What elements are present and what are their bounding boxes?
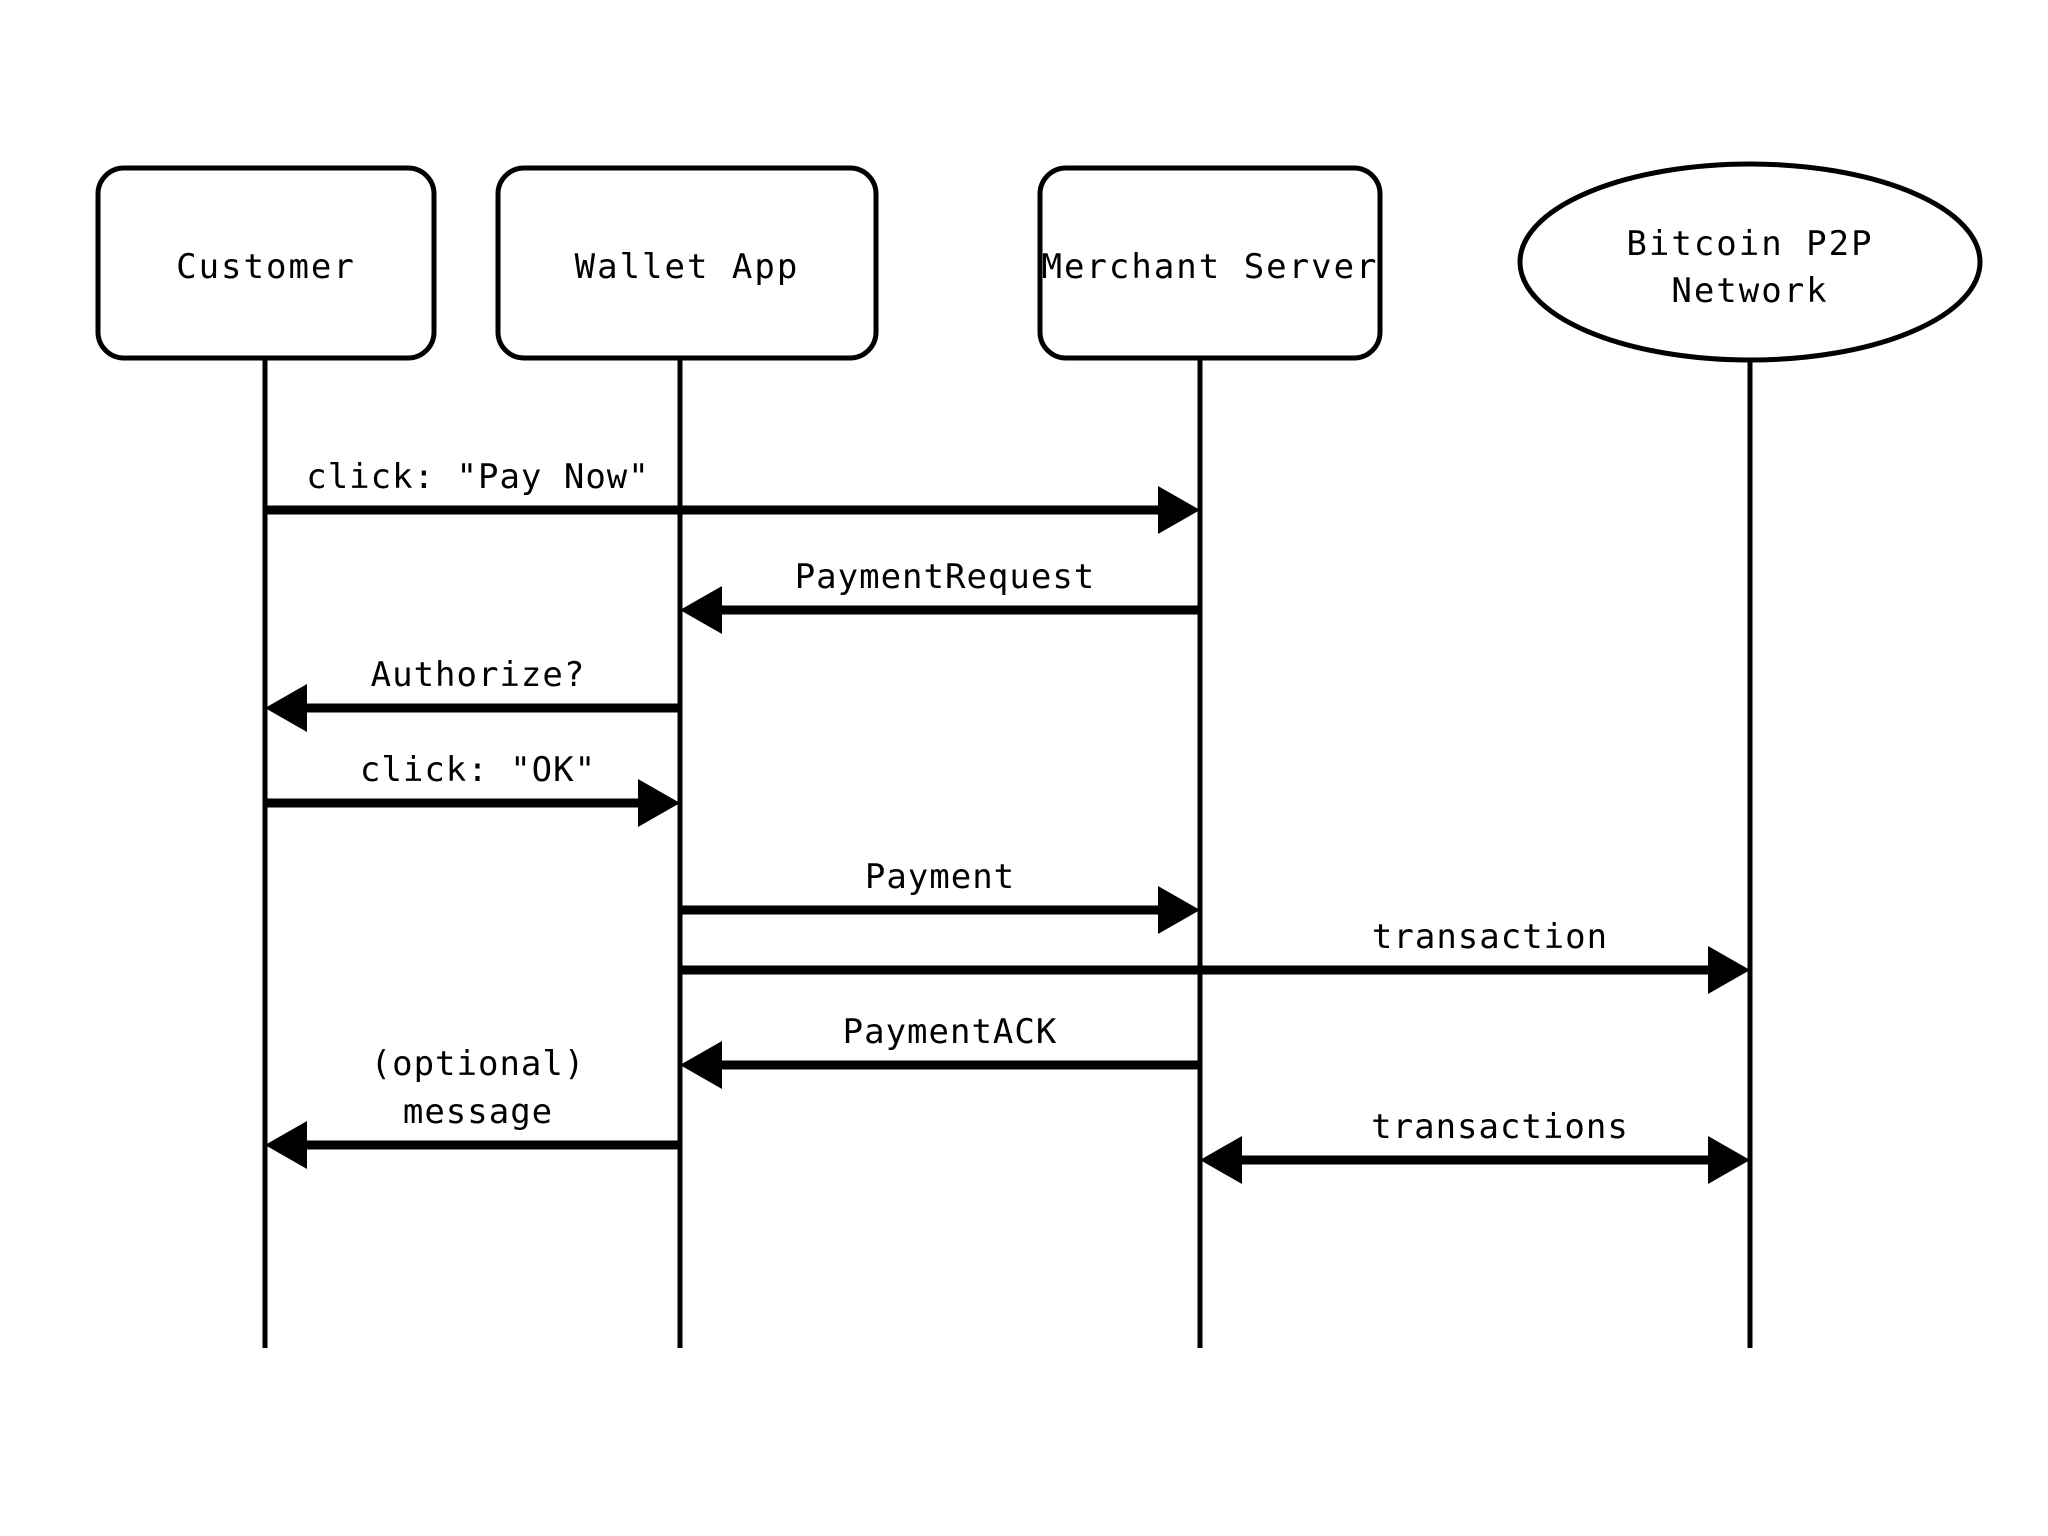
participant-wallet-label: Wallet App [575,247,800,287]
message-transactions[interactable]: transactions [1200,1107,1750,1184]
message-payment-request[interactable]: PaymentRequest [680,557,1200,634]
message-transactions-label: transactions [1371,1107,1629,1147]
message-payment-label: Payment [865,857,1015,897]
message-payment-ack-label: PaymentACK [843,1012,1058,1052]
message-transactions-arrowhead-right [1708,1136,1750,1184]
message-transaction-arrowhead [1708,946,1750,994]
message-authorize-label: Authorize? [371,655,586,695]
message-transactions-arrowhead-left [1200,1136,1242,1184]
participant-network-label-line2: Network [1671,271,1828,311]
message-optional-message-label-line1: (optional) [371,1044,586,1084]
message-click-pay-now-label: click: "Pay Now" [306,457,650,497]
participant-merchant[interactable]: Merchant Server [1037,165,1383,361]
participant-wallet-box[interactable] [495,165,879,361]
message-transaction[interactable]: transaction [680,917,1750,994]
message-optional-message-label-line2: message [403,1092,553,1132]
participant-wallet[interactable]: Wallet App [495,165,879,361]
participant-customer-box[interactable] [95,165,437,361]
message-click-pay-now-arrowhead [1158,486,1200,534]
participant-network-ellipse[interactable] [1517,161,1983,363]
participant-customer[interactable]: Customer [95,165,437,361]
message-transaction-label: transaction [1372,917,1608,957]
message-click-ok-label: click: "OK" [360,750,596,790]
participant-customer-label: Customer [176,247,356,287]
message-payment-ack[interactable]: PaymentACK [680,1012,1200,1089]
participant-network[interactable]: Bitcoin P2P Network [1517,161,1983,363]
message-optional-message-arrowhead [265,1121,307,1169]
message-payment-ack-arrowhead [680,1041,722,1089]
message-payment-arrowhead [1158,886,1200,934]
lifelines-group [262,358,1753,1348]
message-click-ok[interactable]: click: "OK" [265,750,680,827]
message-optional-message[interactable]: (optional) message [265,1044,680,1169]
participant-network-label-line1: Bitcoin P2P [1626,224,1873,264]
message-authorize[interactable]: Authorize? [265,655,680,732]
message-payment-request-arrowhead [680,586,722,634]
participant-merchant-label: Merchant Server [1041,247,1378,287]
message-authorize-arrowhead [265,684,307,732]
message-payment-request-label: PaymentRequest [795,557,1096,597]
message-click-pay-now[interactable]: click: "Pay Now" [265,457,1200,534]
message-payment[interactable]: Payment [680,857,1200,934]
message-click-ok-arrowhead [638,779,680,827]
participant-merchant-box[interactable] [1037,165,1383,361]
